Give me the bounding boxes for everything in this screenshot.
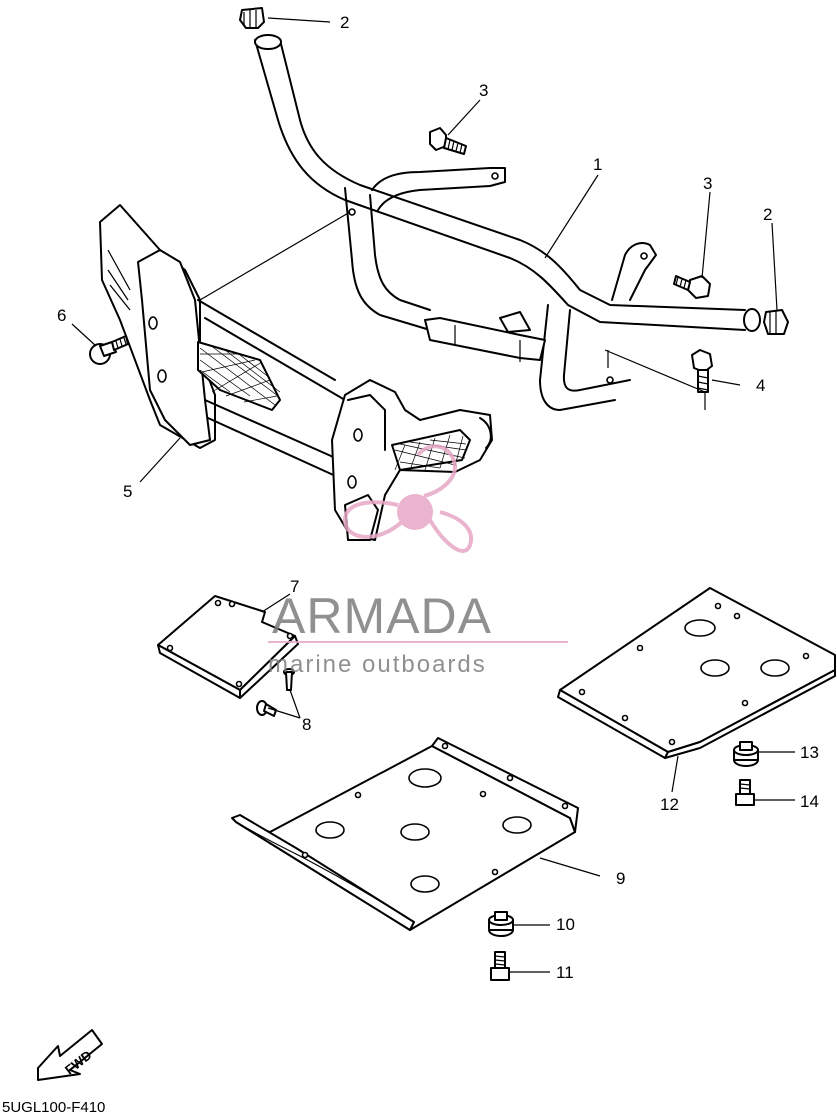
leader-lines [71,17,795,973]
skid-plate-7[interactable] [157,595,299,699]
screw-8a[interactable] [283,668,295,691]
callout-3: 3 [479,81,488,100]
callout-1: 1 [593,155,602,174]
propeller-logo-icon [342,444,474,553]
callout-12: 12 [660,795,679,814]
watermark-logo: ARMADA marine outboards [268,444,568,678]
screw-8b[interactable] [256,700,277,717]
callout-13: 13 [800,743,819,762]
watermark-brand: ARMADA [272,588,492,644]
diagram-code: 5UGL100-F410 [2,1099,105,1115]
flange-bolt-top[interactable] [429,127,467,155]
callout-11: 11 [556,963,574,982]
bolt-4[interactable] [691,349,713,393]
callout-6: 6 [57,306,66,325]
bolt-11[interactable] [490,951,510,981]
callout-9: 9 [616,869,625,888]
flange-bolt-right[interactable] [673,275,711,299]
watermark-tagline: marine outboards [268,651,487,678]
callout-7: 7 [290,577,299,596]
bumper-guard[interactable] [254,34,761,411]
callout-8: 8 [302,715,311,734]
callouts: 1 2 2 3 3 4 5 6 7 8 9 10 11 12 13 14 [57,13,819,982]
callout-14: 14 [800,792,819,811]
bolt-14[interactable] [735,779,755,806]
front-guard[interactable] [99,204,493,541]
collar-13[interactable] [733,741,759,767]
callout-2: 2 [340,13,349,32]
callout-2: 2 [763,205,772,224]
skid-plate-12[interactable] [557,587,836,759]
callout-4: 4 [756,376,765,395]
fwd-arrow-icon: FWD [37,1029,103,1081]
callout-5: 5 [123,482,132,501]
bolt-6[interactable] [89,335,129,365]
callout-10: 10 [556,915,575,934]
callout-3: 3 [703,174,712,193]
skid-plate-9[interactable] [231,737,579,931]
grommet-right[interactable] [763,309,789,335]
grommet-top[interactable] [239,7,265,29]
collar-10[interactable] [488,911,514,937]
